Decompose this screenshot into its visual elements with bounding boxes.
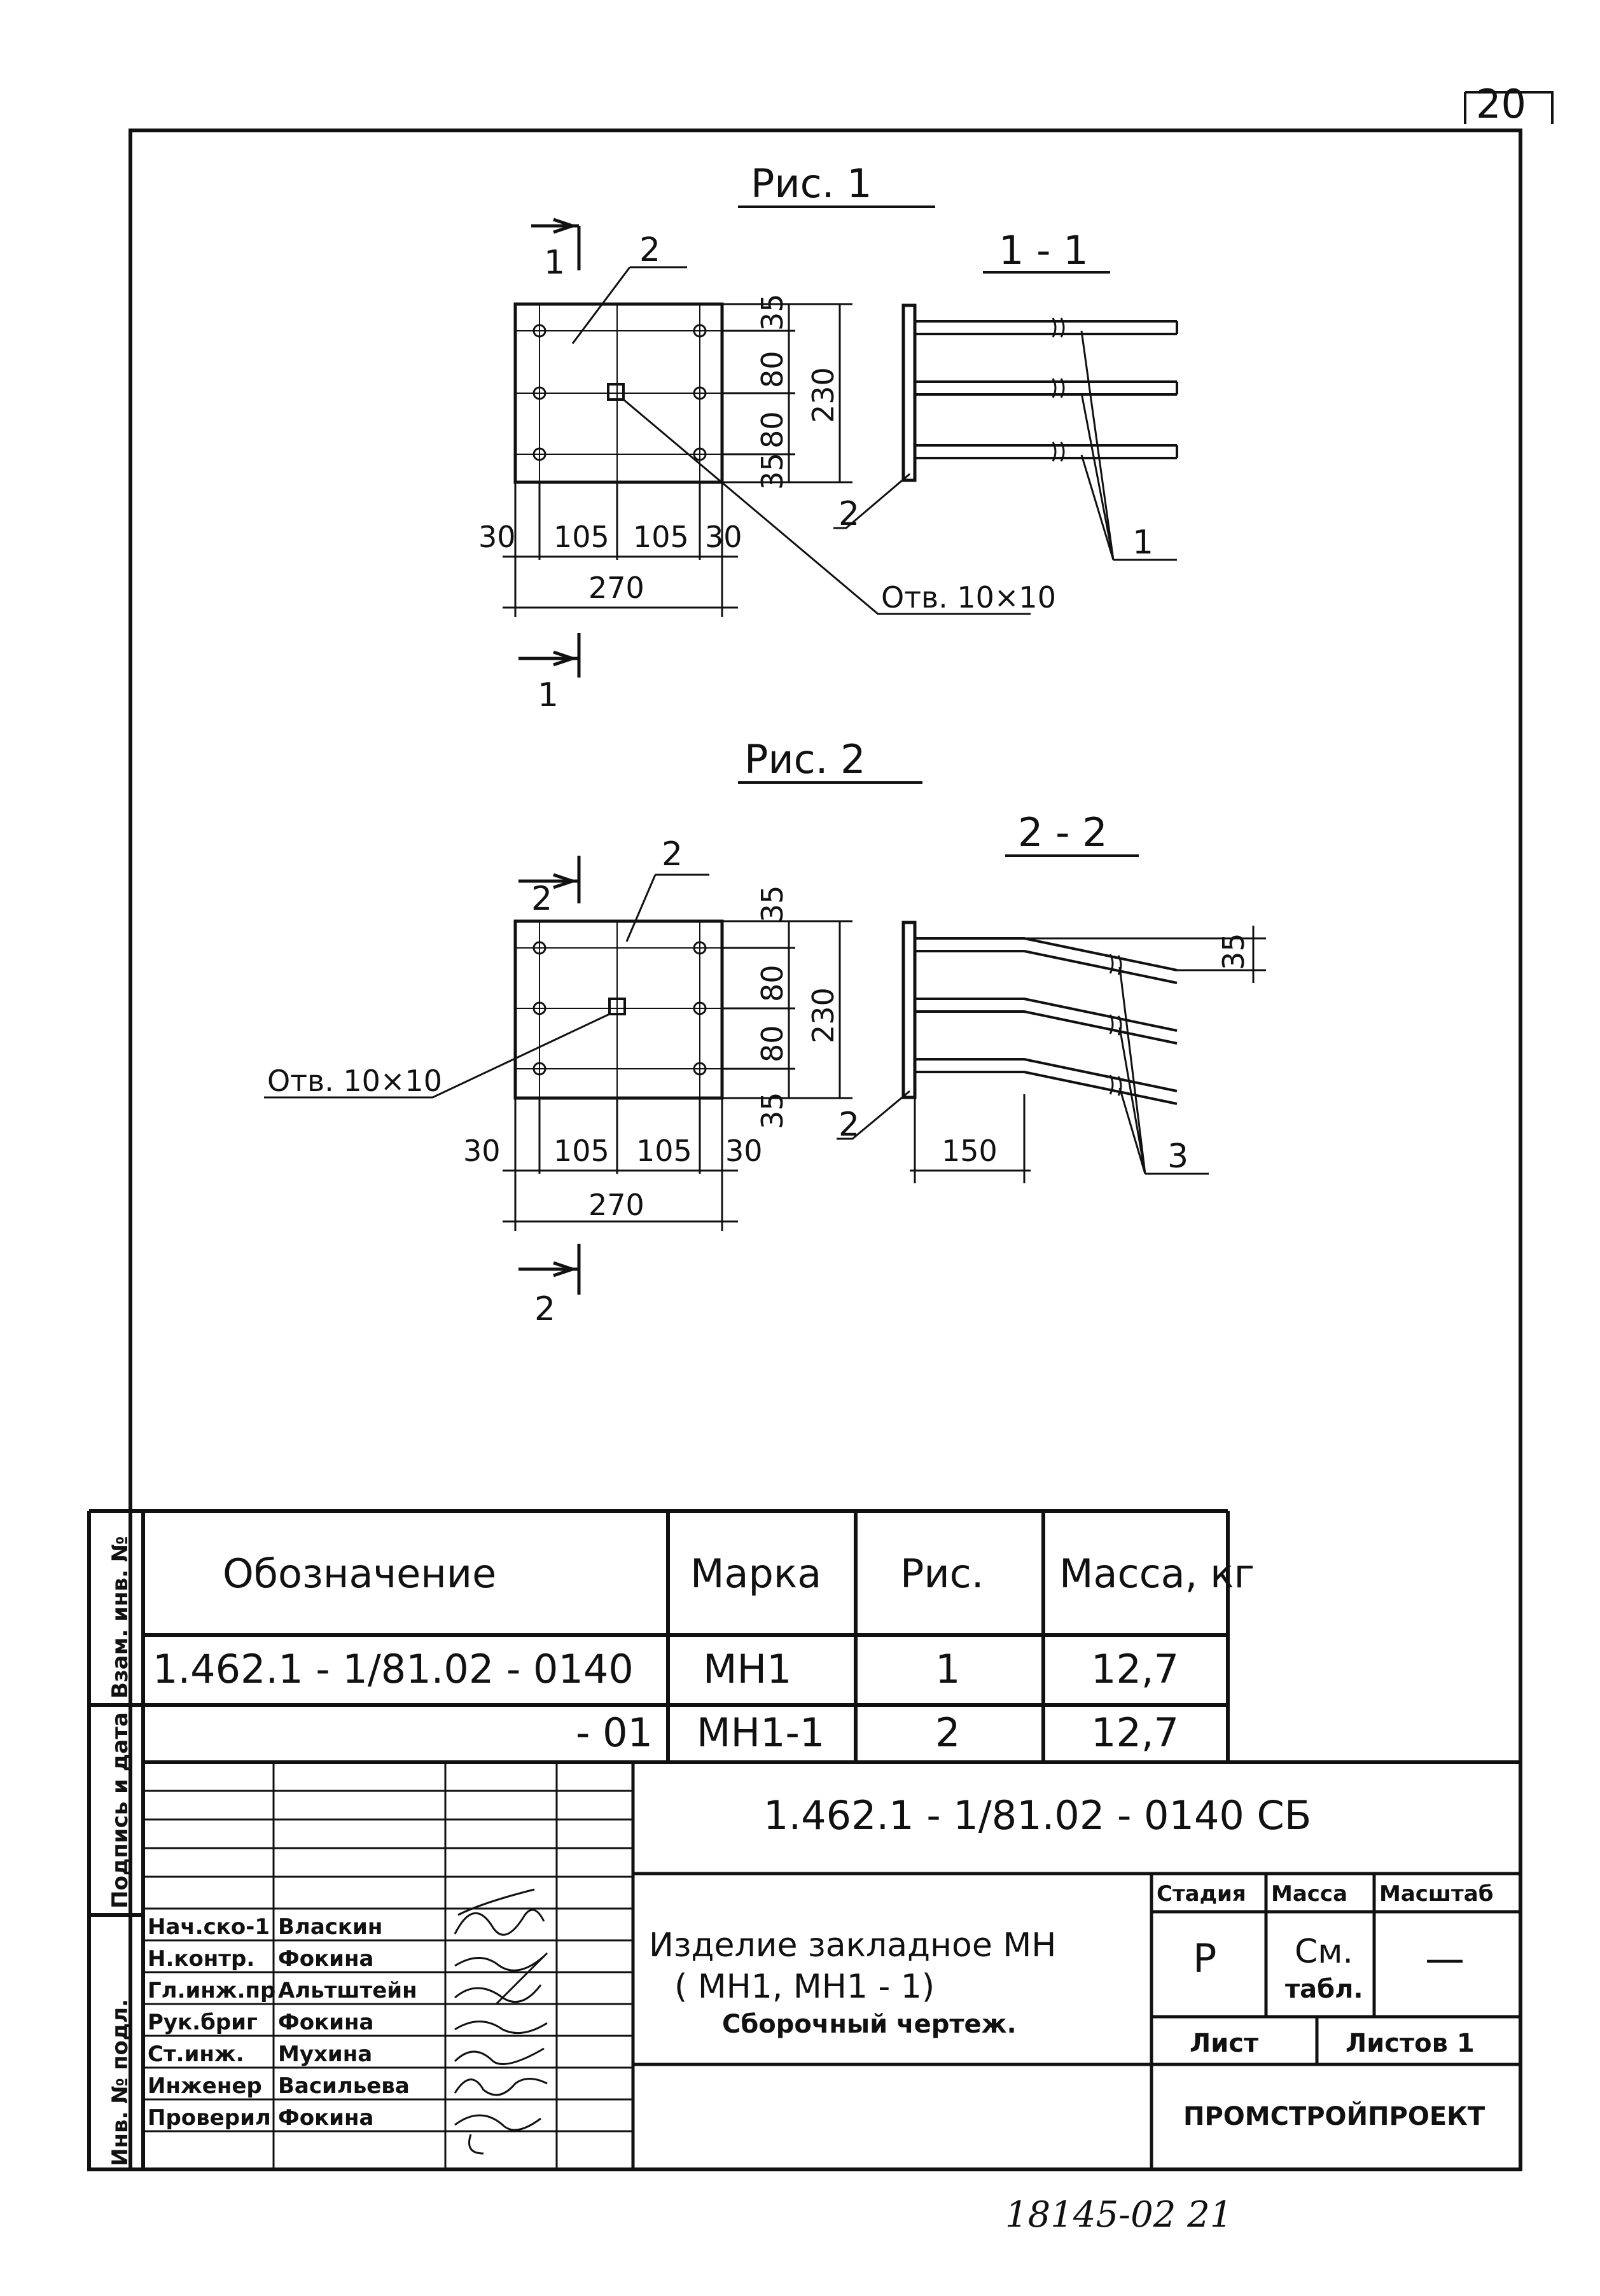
spec-header-fig: Рис. [900, 1550, 984, 1597]
figure-2: Рис. 2 2 2 Отв. 10×10 35 80 80 35 230 30… [264, 736, 1266, 1328]
fig2-dim-c1: 105 [553, 1134, 609, 1168]
fig2-dim-mid2: 80 [755, 1025, 790, 1062]
sig-name-7: Фокина [278, 2105, 373, 2131]
spec-row2-designation: - 01 [576, 1709, 653, 1756]
fig2-dim-left: 30 [463, 1134, 501, 1168]
fig1-dim-mid1: 80 [755, 351, 790, 388]
fig2-section-label: 2 - 2 [1018, 809, 1108, 856]
fig1-hole-label: Отв. 10×10 [881, 580, 1056, 615]
fig2-dim-right: 30 [725, 1134, 763, 1168]
stamp-vzam-inv: Взам. инв. № [108, 1536, 133, 1699]
sig-role-3: Гл.инж.пр [148, 1978, 275, 2003]
mass-value-1: См. [1295, 1933, 1353, 1971]
fig1-dim-mid2: 80 [755, 411, 790, 449]
spec-row1-mass: 12,7 [1091, 1646, 1179, 1692]
sig-name-6: Васильева [278, 2073, 410, 2099]
fig2-dim-c2: 105 [636, 1134, 692, 1168]
sig-name-1: Власкин [278, 1914, 382, 1940]
fig2-title: Рис. 2 [744, 736, 866, 783]
spec-row2-mass: 12,7 [1091, 1709, 1179, 1756]
sig-name-4: Фокина [278, 2010, 373, 2035]
mass-header: Масса [1271, 1881, 1347, 1907]
spec-row2-mark: МН1-1 [697, 1709, 824, 1756]
doc-code: 1.462.1 - 1/81.02 - 0140 СБ [763, 1792, 1311, 1839]
fig2-callout-plate: 2 [662, 835, 683, 873]
fig2-callout-bars: 3 [1167, 1138, 1188, 1176]
fig2-plate [513, 919, 724, 1100]
fig2-section-mark-top: 2 [531, 880, 552, 918]
sig-role-2: Н.контр. [148, 1946, 254, 1972]
fig2-section-mark-bottom: 2 [534, 1290, 555, 1328]
fig2-hole-label: Отв. 10×10 [267, 1064, 442, 1098]
fig1-section-mark-bottom: 1 [538, 676, 559, 714]
sheet-number-box: 20 [1464, 81, 1554, 127]
figure-1: Рис. 1 1 2 Отв. 10×10 35 80 80 35 230 30… [478, 160, 1178, 714]
sig-name-5: Мухина [278, 2042, 372, 2067]
title-line-1: Изделие закладное МН [649, 1926, 1056, 1965]
sheets-label: Листов 1 [1346, 2029, 1475, 2058]
sig-name-2: Фокина [278, 1946, 373, 1972]
side-stamps: Инв. № подл. Подпись и дата Взам. инв. № [108, 1536, 133, 2166]
stamp-inv-podl: Инв. № подл. [108, 1999, 133, 2166]
fig1-dim-right: 30 [705, 520, 742, 554]
fig1-callout-bars: 1 [1132, 524, 1153, 562]
sig-role-4: Рук.бриг [148, 2010, 258, 2035]
spec-header-mass: Масса, кг [1059, 1550, 1255, 1597]
fig1-section-callout-plate: 2 [838, 495, 859, 533]
spec-row1-mark: МН1 [703, 1646, 792, 1692]
sig-role-7: Проверил [148, 2105, 271, 2131]
title-block: 1.462.1 - 1/81.02 - 0140 СБ Изделие закл… [141, 1762, 1520, 2169]
title-line-3: Сборочный чертеж. [722, 2010, 1017, 2039]
fig2-dim-top: 35 [755, 885, 790, 922]
stamp-signature-date: Подпись и дата [108, 1712, 133, 1909]
organization: ПРОМСТРОЙПРОЕКТ [1183, 2101, 1485, 2131]
spec-header-designation: Обозначение [223, 1550, 496, 1597]
signature-rows: Нач.ско-1 Власкин Н.контр. Фокина Гл.инж… [148, 1914, 417, 2131]
fig2-dim-bend: 35 [1216, 933, 1251, 970]
handwritten-signatures [454, 1888, 548, 2155]
sig-role-6: Инженер [148, 2073, 262, 2099]
sheet-frame [129, 129, 1522, 2171]
spec-table: Обозначение Марка Рис. Масса, кг 1.462.1… [87, 1509, 1520, 2171]
sheet-label: Лист [1190, 2029, 1259, 2058]
fig1-dim-height: 230 [806, 367, 840, 423]
title-line-2: ( МН1, МН1 - 1) [674, 1968, 935, 2006]
fig1-dim-width: 270 [588, 571, 644, 605]
mass-value-2: табл. [1285, 1975, 1363, 2004]
fig2-section-callout-plate: 2 [838, 1106, 859, 1144]
fig2-dim-width: 270 [588, 1188, 644, 1222]
scale-header: Масштаб [1379, 1881, 1493, 1907]
archive-number: 18145-02 21 [1005, 2194, 1232, 2236]
fig1-dim-left: 30 [478, 520, 516, 554]
spec-row1-fig: 1 [935, 1646, 960, 1692]
fig2-dim-straight: 150 [942, 1134, 998, 1168]
stage-value: Р [1193, 1935, 1216, 1982]
fig1-dim-bottom: 35 [755, 452, 790, 490]
fig1-dim-c1: 105 [553, 520, 609, 554]
stage-header: Стадия [1157, 1881, 1246, 1907]
scale-value: — [1425, 1935, 1464, 1982]
fig1-title: Рис. 1 [751, 160, 872, 207]
fig1-dim-top: 35 [755, 293, 790, 331]
fig1-section-label: 1 - 1 [999, 227, 1089, 274]
sig-role-1: Нач.ско-1 [148, 1914, 270, 1940]
fig1-dim-c2: 105 [633, 520, 689, 554]
fig2-dim-bottom: 35 [755, 1092, 790, 1129]
sheet-number: 20 [1476, 81, 1526, 127]
sig-role-5: Ст.инж. [148, 2042, 244, 2067]
sig-name-3: Альтштейн [278, 1978, 417, 2003]
fig2-dim-mid1: 80 [755, 964, 790, 1002]
spec-row2-fig: 2 [935, 1709, 960, 1756]
spec-row1-designation: 1.462.1 - 1/81.02 - 0140 [153, 1646, 634, 1692]
fig1-section-mark-top: 1 [544, 244, 565, 282]
fig2-dim-height: 230 [806, 987, 840, 1043]
spec-header-mark: Марка [690, 1550, 821, 1597]
fig1-callout-plate: 2 [639, 231, 660, 269]
